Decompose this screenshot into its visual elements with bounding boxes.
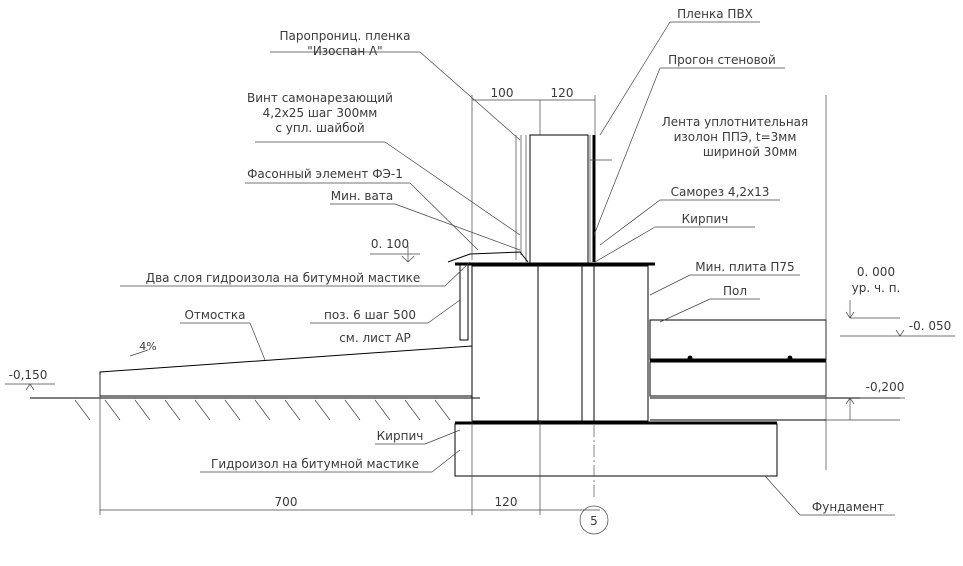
level-m0050: -0. 050 [909, 319, 952, 333]
leader-lines [5, 21, 955, 516]
label-waterproof-mastic: Гидроизол на битумной мастике [211, 457, 419, 471]
label-min-wool: Мин. вата [331, 189, 393, 203]
dim-700: 700 [275, 495, 298, 509]
label-brick-top: Кирпич [682, 212, 729, 226]
label-floor: Пол [723, 284, 747, 298]
label-seal-tape-material: изолон ППЭ, t=3мм [674, 130, 797, 144]
level-0100: 0. 100 [371, 237, 409, 251]
level-markers [25, 255, 905, 405]
axis-label: 5 [590, 514, 598, 528]
level-m0150: -0,150 [9, 368, 48, 382]
label-screw: Винт самонарезающий [247, 91, 393, 105]
label-brick-bottom: Кирпич [377, 429, 424, 443]
wall-panel [515, 134, 596, 266]
label-waterproof-two-layers: Два слоя гидроизола на битумной мастике [146, 271, 421, 285]
level-0000: 0. 000 [857, 265, 895, 279]
label-self-screw: Саморез 4,2х13 [671, 185, 770, 199]
floor-layers [649, 319, 840, 421]
level-floor-label: ур. ч. п. [852, 281, 901, 295]
axis-line: 5 [579, 425, 609, 535]
label-min-plate: Мин. плита П75 [695, 260, 794, 274]
label-blind-area: Отмостка [184, 308, 245, 322]
label-slope: 4% [139, 340, 156, 353]
label-seal-tape: Лента уплотнительная [662, 115, 809, 129]
label-screw-size: 4,2х25 шаг 300мм [263, 106, 378, 120]
dimensions [99, 95, 827, 515]
label-pos-sheet: см. лист АР [339, 331, 411, 345]
dim-120-bottom: 120 [495, 495, 518, 509]
label-pvc-film: Пленка ПВХ [677, 7, 753, 21]
flashing [447, 251, 655, 341]
brick-plinth [471, 265, 649, 422]
label-foundation: Фундамент [812, 500, 884, 514]
label-wall-purlin: Прогон стеновой [668, 53, 776, 67]
level-m0200: -0,200 [866, 380, 905, 394]
label-screw-washer: с упл. шайбой [275, 121, 364, 135]
ground-right [826, 397, 900, 421]
label-pos: поз. 6 шаг 500 [324, 308, 416, 322]
label-shaped-element: Фасонный элемент ФЭ-1 [247, 167, 403, 181]
label-seal-tape-width: шириной 30мм [703, 145, 797, 159]
dim-100: 100 [491, 86, 514, 100]
foundation-block [454, 421, 778, 477]
label-vapor-film-brand: "Изоспан А" [307, 44, 382, 58]
label-vapor-film: Паропрониц. пленка [280, 29, 411, 43]
dim-120-top: 120 [551, 86, 574, 100]
blind-area [30, 345, 480, 421]
